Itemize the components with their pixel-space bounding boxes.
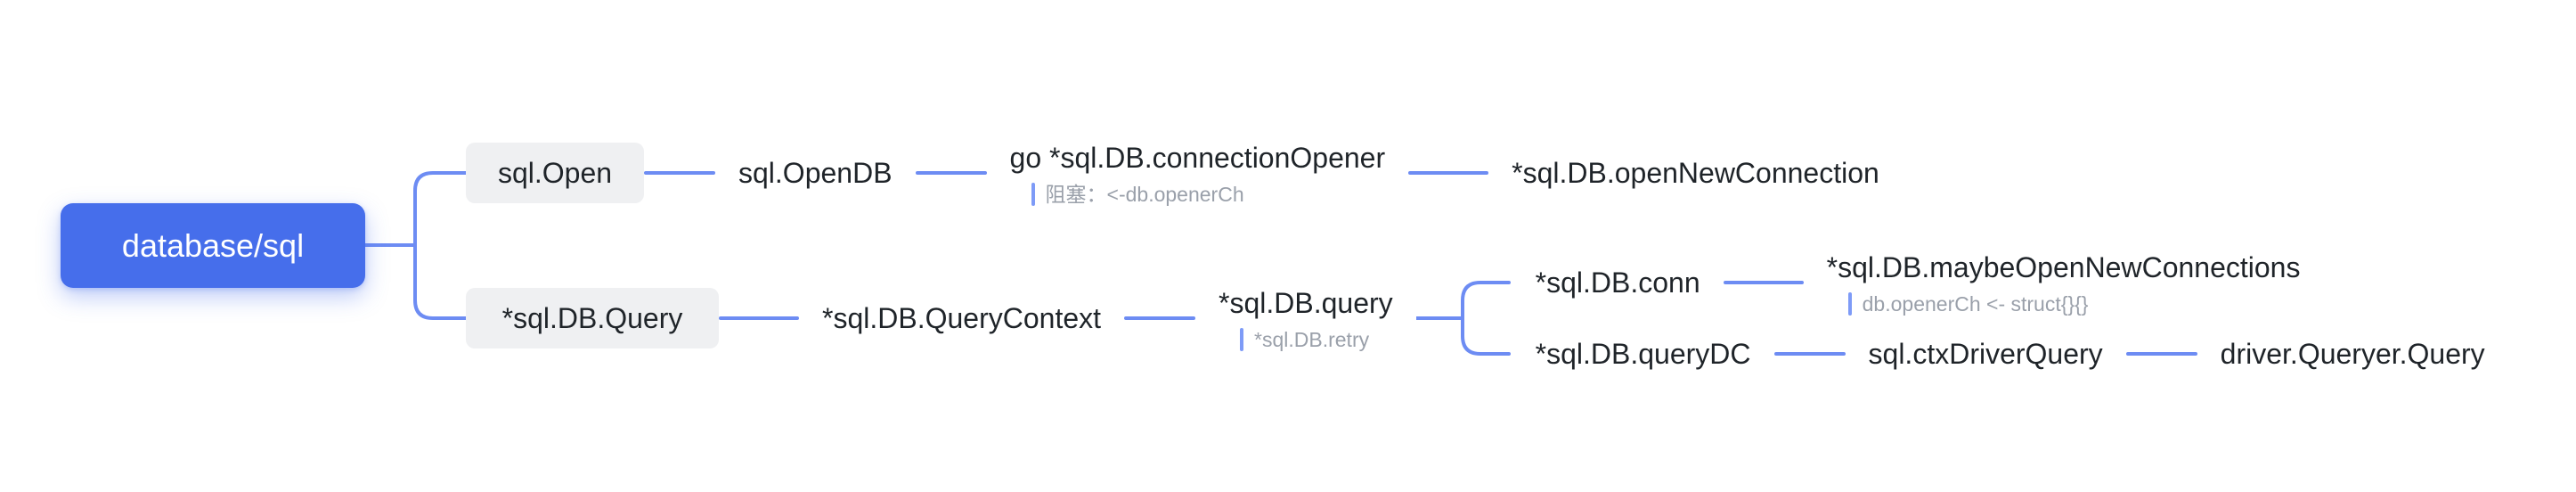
node-querydc[interactable]: *sql.DB.queryDC: [1523, 334, 1774, 373]
branch-open-flow: sql.Open sql.OpenDB go *sql.DB.connectio…: [466, 138, 1903, 208]
annotation-bar: [1031, 183, 1035, 206]
node-conn[interactable]: *sql.DB.conn: [1523, 263, 1724, 302]
node-label: *sql.DB.maybeOpenNewConnections: [1826, 251, 2301, 283]
node-maybe-open-new-connections[interactable]: *sql.DB.maybeOpenNewConnections db.opene…: [1804, 248, 2324, 317]
annotation-text: db.openerCh <- struct{}{}: [1862, 292, 2089, 316]
annotation-bar: [1847, 292, 1852, 316]
node-annotation: *sql.DB.retry: [1240, 326, 1369, 353]
node-label: driver.Queryer.Query: [2220, 338, 2485, 370]
node-annotation: 阻塞：<-db.openerCh: [1031, 181, 1244, 208]
connector-line: [915, 171, 987, 175]
node-label: sql.ctxDriverQuery: [1868, 338, 2103, 370]
node-query[interactable]: *sql.DB.query *sql.DB.retry: [1195, 283, 1416, 353]
annotation-text: *sql.DB.retry: [1254, 328, 1370, 351]
node-annotation: db.openerCh <- struct{}{}: [1847, 291, 2089, 317]
connector-line: [719, 316, 799, 320]
query-fork-children: *sql.DB.conn *sql.DB.maybeOpenNewConnect…: [1523, 251, 2508, 382]
node-label: go *sql.DB.connectionOpener: [1009, 142, 1386, 174]
annotation-text: 阻塞：<-db.openerCh: [1045, 183, 1244, 206]
node-label: sql.OpenDB: [738, 157, 893, 189]
connector-line: [1773, 352, 1846, 356]
node-sql-db-query[interactable]: *sql.DB.Query: [466, 288, 719, 348]
node-query-context[interactable]: *sql.DB.QueryContext: [799, 299, 1124, 338]
node-open-new-connection[interactable]: *sql.DB.openNewConnection: [1488, 153, 1903, 193]
query-fork-connector: [1415, 281, 1511, 356]
branch-querydc-flow: *sql.DB.queryDC sql.ctxDriverQuery drive…: [1523, 325, 2508, 382]
branch-query-flow: *sql.DB.Query *sql.DB.QueryContext *sql.…: [466, 247, 2508, 390]
connector-line: [1723, 281, 1804, 284]
node-label: *sql.DB.queryDC: [1535, 338, 1751, 370]
annotation-bar: [1240, 328, 1244, 351]
root-label: database/sql: [121, 226, 305, 264]
connector-line: [1408, 171, 1489, 175]
root-node[interactable]: database/sql: [61, 203, 365, 288]
connector-line: [2125, 352, 2197, 356]
node-label: *sql.DB.openNewConnection: [1512, 157, 1879, 189]
node-ctx-driver-query[interactable]: sql.ctxDriverQuery: [1846, 334, 2126, 373]
node-label: *sql.DB.conn: [1535, 266, 1700, 299]
root-branch-connector: [365, 171, 466, 320]
node-connection-opener[interactable]: go *sql.DB.connectionOpener 阻塞：<-db.open…: [987, 138, 1409, 208]
connector-line: [644, 171, 715, 175]
node-sql-opendb[interactable]: sql.OpenDB: [715, 153, 916, 193]
branch-conn-flow: *sql.DB.conn *sql.DB.maybeOpenNewConnect…: [1523, 251, 2508, 316]
connector-line: [1124, 316, 1196, 320]
node-label: *sql.DB.query: [1219, 287, 1393, 319]
node-label: *sql.DB.Query: [501, 301, 683, 334]
node-label: sql.Open: [497, 156, 613, 189]
node-label: *sql.DB.QueryContext: [822, 302, 1102, 334]
node-driver-queryer-query[interactable]: driver.Queryer.Query: [2197, 334, 2508, 373]
node-sql-open[interactable]: sql.Open: [466, 143, 644, 203]
